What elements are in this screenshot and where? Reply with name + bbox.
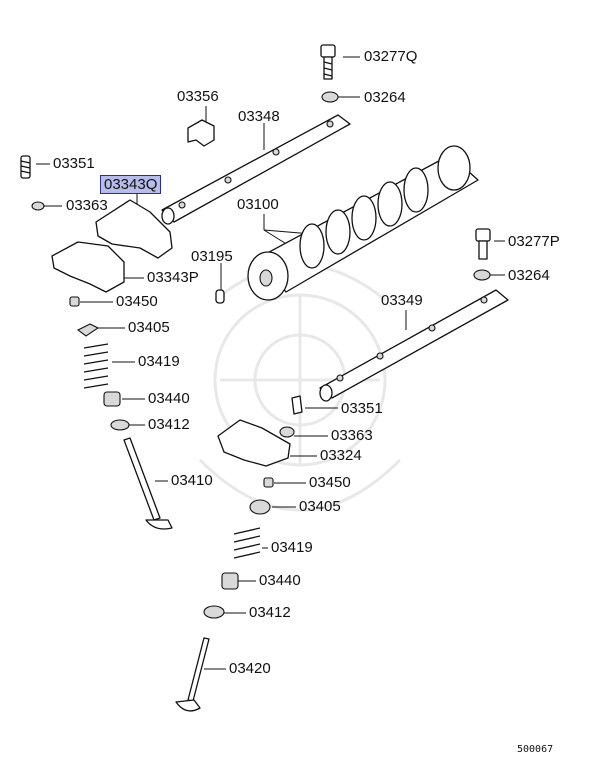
part-label-03324: 03324 [320,447,362,464]
part-label-03351-left: 03351 [53,155,95,172]
part-label-03264-right: 03264 [508,267,550,284]
part-label-03419-left: 03419 [138,353,180,370]
camshaft-03100-icon [247,145,479,301]
part-label-03351-right: 03351 [341,400,383,417]
part-label-03348: 03348 [238,108,280,125]
part-label-03420: 03420 [229,660,271,677]
seal-03405-right-icon [249,499,271,515]
part-label-03100: 03100 [237,196,279,213]
seat-03412-left-icon [110,419,130,431]
part-label-03419-right: 03419 [271,539,313,556]
spring-03419-right-icon [233,527,261,559]
valve-03420-icon [175,637,210,712]
seat-03412-right-icon [203,605,225,619]
rocker-arm-03343p-icon [51,241,125,293]
part-label-03363-right: 03363 [331,427,373,444]
nut-03363-left-icon [31,201,45,211]
clip-03356-icon [187,119,215,147]
washer-03264-top-icon [321,91,339,103]
part-label-03405-left: 03405 [128,319,170,336]
part-label-03450-right: 03450 [309,474,351,491]
adjust-screw-03351-left-icon [20,155,31,179]
rocker-arm-03343q-icon [95,199,173,259]
rocker-shaft-03349-icon [319,289,509,402]
part-label-03363-left: 03363 [66,197,108,214]
part-label-03343p: 03343P [147,269,199,286]
part-label-03277q: 03277Q [364,48,418,65]
rocker-shaft-03348-icon [161,114,351,225]
part-label-03440-left: 03440 [148,390,190,407]
nut-03363-right-icon [279,426,295,438]
part-label-03405-right: 03405 [299,498,341,515]
retainer-03440-left-icon [103,391,121,407]
washer-03264-right-icon [473,269,491,281]
valve-03410-icon [123,437,173,530]
rocker-arm-03324-icon [217,419,291,467]
part-label-03440-right: 03440 [259,572,301,589]
part-label-03343q-highlighted[interactable]: 03343Q [100,175,162,194]
part-label-03412-right: 03412 [249,604,291,621]
watermark-emblem [198,263,402,512]
bolt-03277p-icon [475,228,491,260]
diagram-id: 500067 [517,744,554,755]
part-label-03450-left: 03450 [116,293,158,310]
adjust-screw-03351-right-icon [291,395,303,415]
seal-03405-left-icon [76,323,100,337]
bolt-03277q-icon [320,44,336,80]
part-label-03356: 03356 [177,88,219,105]
part-label-03410: 03410 [171,472,213,489]
part-label-03195: 03195 [191,248,233,265]
part-label-03349: 03349 [381,292,423,309]
retainer-03440-right-icon [221,572,239,590]
part-label-03412-left: 03412 [148,416,190,433]
pin-03195-icon [215,289,225,304]
spring-03419-left-icon [83,343,109,389]
cap-03450-right-icon [263,477,274,488]
part-label-03264-top: 03264 [364,89,406,106]
cap-03450-left-icon [69,296,80,307]
part-label-03277p: 03277P [508,233,560,250]
